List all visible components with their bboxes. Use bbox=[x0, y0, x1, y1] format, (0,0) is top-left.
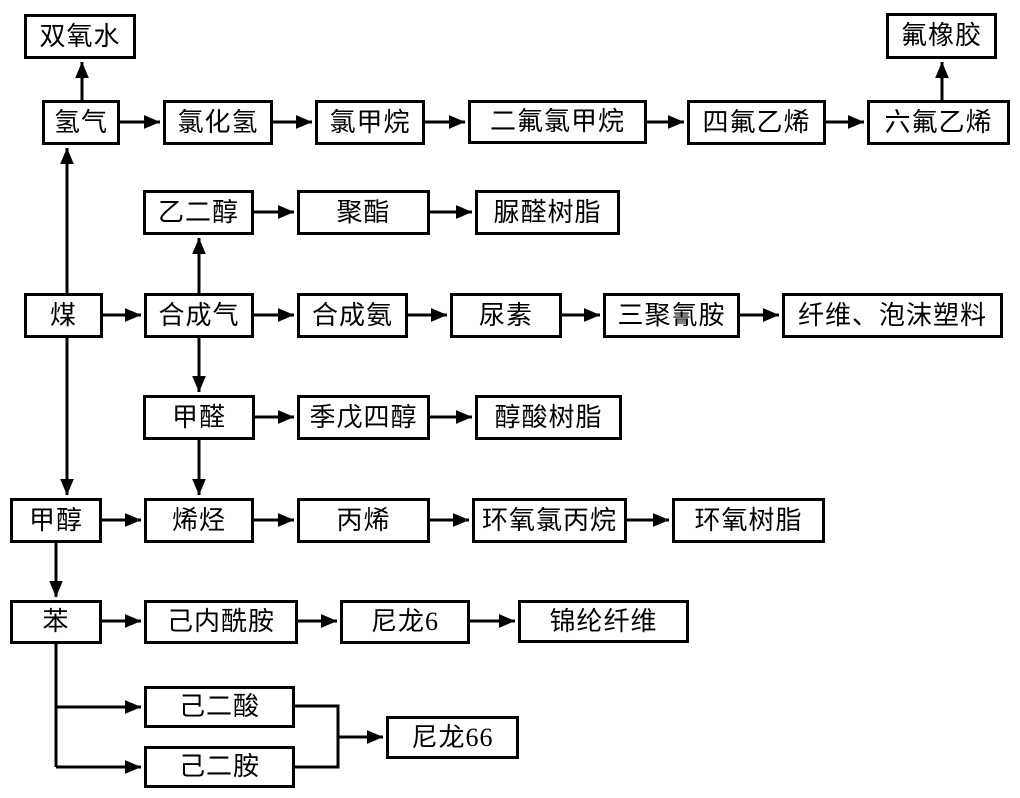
node-synthetic-ammonia: 合成氨 bbox=[297, 293, 408, 338]
node-olefins: 烯烃 bbox=[144, 498, 254, 543]
node-epoxy-resin: 环氧树脂 bbox=[672, 498, 825, 543]
node-fluororubber: 氟橡胶 bbox=[886, 13, 997, 59]
node-benzene: 苯 bbox=[10, 600, 102, 644]
node-nylon6: 尼龙6 bbox=[340, 600, 470, 644]
node-syngas: 合成气 bbox=[144, 293, 254, 338]
node-urea: 尿素 bbox=[450, 293, 562, 338]
node-propylene: 丙烯 bbox=[297, 498, 430, 543]
node-chloromethane: 氯甲烷 bbox=[315, 100, 425, 145]
node-coal: 煤 bbox=[24, 293, 103, 338]
node-difluorochloromethane: 二氟氯甲烷 bbox=[468, 100, 647, 144]
node-hexafluoroethylene: 六氟乙烯 bbox=[867, 100, 1010, 145]
node-hydrogen-peroxide: 双氧水 bbox=[24, 14, 136, 59]
node-epichlorohydrin: 环氧氯丙烷 bbox=[472, 498, 627, 543]
edge-nylon66-merge-connector bbox=[295, 704, 340, 769]
node-alkyd-resin: 醇酸树脂 bbox=[475, 395, 622, 440]
node-hydrogen: 氢气 bbox=[42, 100, 120, 145]
node-nylon66: 尼龙66 bbox=[386, 716, 519, 759]
node-ethylene-glycol: 乙二醇 bbox=[143, 190, 254, 235]
node-pentaerythritol: 季戊四醇 bbox=[297, 395, 430, 440]
node-methanol: 甲醇 bbox=[10, 498, 102, 543]
node-polyester: 聚酯 bbox=[297, 190, 430, 235]
node-urea-formaldehyde-resin: 脲醛树脂 bbox=[475, 190, 620, 235]
node-polyamide-fiber: 锦纶纤维 bbox=[518, 600, 689, 643]
node-caprolactam: 己内酰胺 bbox=[144, 600, 298, 644]
node-fiber-foam-plastics: 纤维、泡沫塑料 bbox=[782, 293, 1003, 338]
node-adipic-acid: 己二酸 bbox=[144, 686, 295, 728]
node-tetrafluoroethylene: 四氟乙烯 bbox=[687, 100, 826, 145]
node-formaldehyde: 甲醛 bbox=[143, 395, 255, 440]
node-hexamethylenediamine: 己二胺 bbox=[144, 746, 295, 788]
node-hydrogen-chloride: 氯化氢 bbox=[163, 100, 273, 145]
node-melamine: 三聚氰胺 bbox=[603, 293, 740, 338]
